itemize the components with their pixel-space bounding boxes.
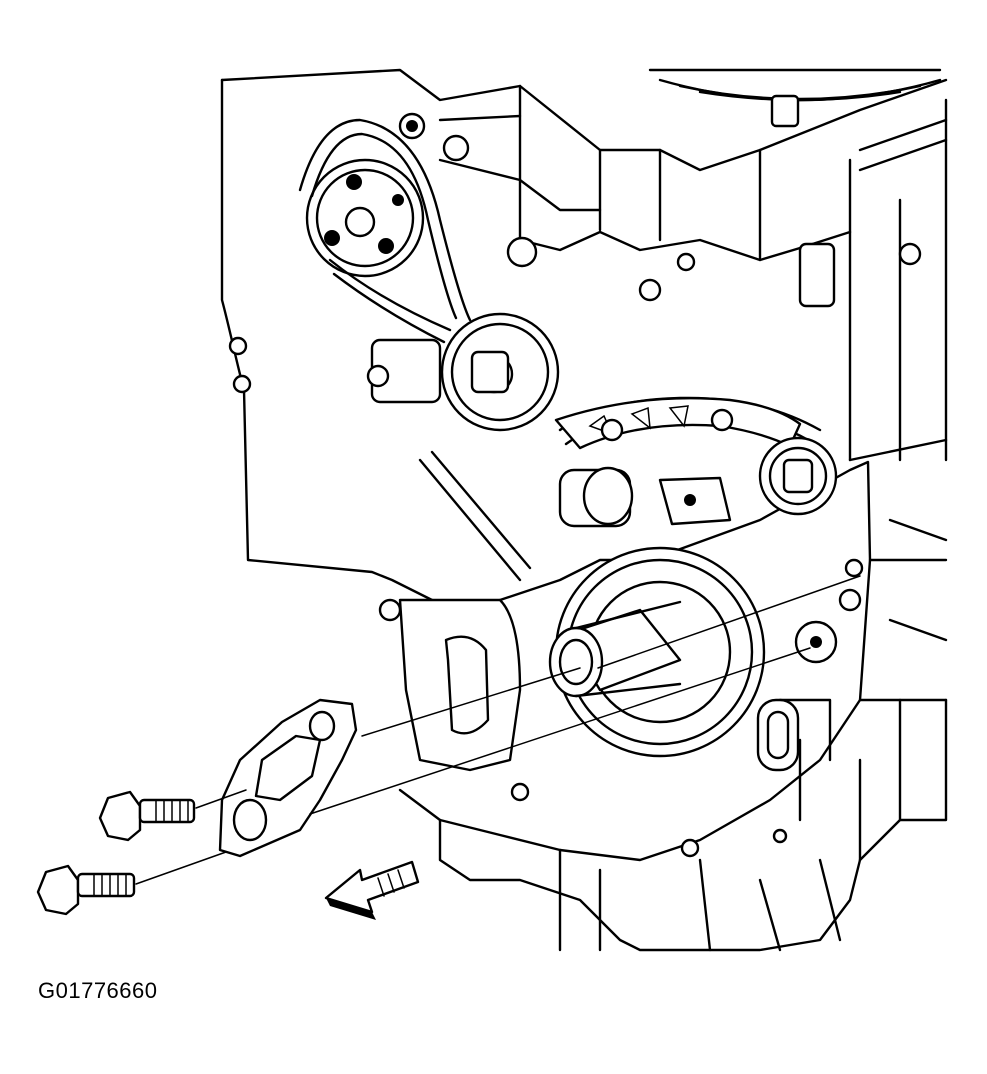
crankshaft-sprocket [548, 466, 864, 758]
cylinder-head [228, 68, 948, 394]
tensioner-sprocket [758, 436, 838, 516]
sensor-bracket [218, 698, 358, 858]
figure-id-label: G01776660 [38, 978, 158, 1003]
cover-flange [378, 598, 788, 858]
arrow-left-down-icon [324, 860, 420, 920]
engine-block [220, 68, 948, 952]
chain-guide [554, 397, 802, 450]
idler-sprocket [366, 312, 560, 432]
alignment-lines [135, 575, 861, 885]
bolts [36, 790, 196, 916]
camshaft-sprocket-upper [305, 158, 425, 278]
